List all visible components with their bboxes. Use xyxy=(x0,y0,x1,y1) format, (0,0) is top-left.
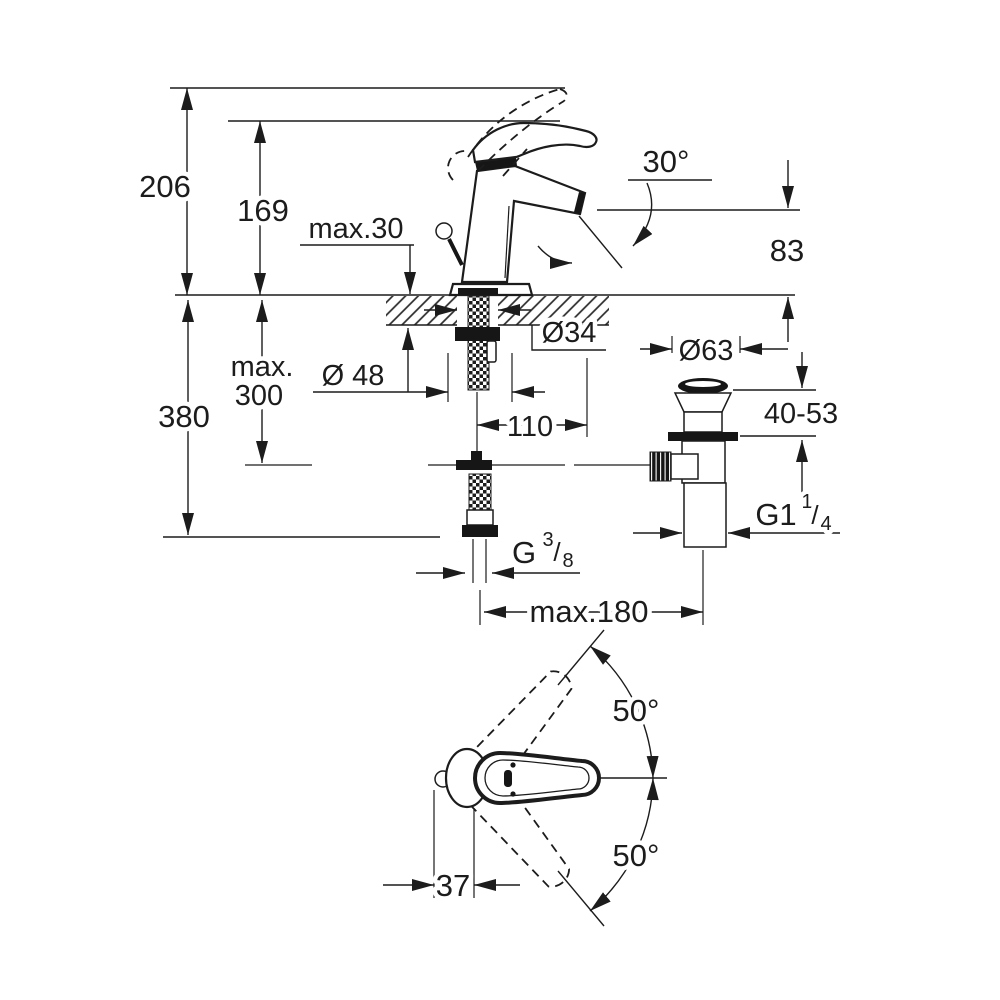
dimension-dia34: Ø34 xyxy=(424,304,606,354)
waste-flange xyxy=(673,392,733,413)
dimension-max180: max.180 xyxy=(484,590,703,634)
lever-handle-side xyxy=(471,121,598,164)
dimension-g3-8: G 3 / 8 xyxy=(416,525,580,579)
cartridge-joint xyxy=(475,157,517,171)
dim-swivel-upper: 50° xyxy=(613,693,660,728)
dim-supply-thread-sub: 8 xyxy=(562,550,573,572)
waste-valve-assembly xyxy=(649,336,816,625)
dim-base-diameter: Ø 48 xyxy=(322,360,385,392)
dim-mounting-depth-2: 300 xyxy=(235,380,283,412)
dimension-169: 169 xyxy=(233,121,293,295)
threaded-shank xyxy=(467,295,490,391)
dim-waste-thread-base: G1 xyxy=(755,497,796,532)
dim-supply-thread-base: G xyxy=(512,535,536,570)
dim-total-depth: 380 xyxy=(158,399,210,434)
spout-angle-annotation: 30° xyxy=(537,140,712,269)
dim-waste-thread-slash: / xyxy=(811,500,819,530)
dimension-dia63: Ø63 xyxy=(640,331,788,372)
mounting-nut xyxy=(455,327,500,341)
swivel-arc-annotation: 50° 50° xyxy=(557,629,667,927)
dim-waste-thread-sup: 1 xyxy=(801,491,812,513)
dim-lever-height: 169 xyxy=(237,193,289,228)
dimension-110: 110 xyxy=(477,358,588,448)
rod-adjust-knob xyxy=(649,451,672,482)
dim-spout-reach: 110 xyxy=(507,411,553,443)
dim-swivel-lower: 50° xyxy=(613,838,660,873)
top-view: 50° 50° 37 xyxy=(383,629,667,927)
dim-clamping-range: 40-53 xyxy=(764,398,838,430)
dim-rod-offset: 37 xyxy=(436,868,470,903)
dim-supply-thread-slash: / xyxy=(553,537,561,567)
hose-hex-nut xyxy=(462,525,498,537)
dim-total-height: 206 xyxy=(139,169,191,204)
pop-up-rod-joint xyxy=(456,460,492,470)
hose-connector xyxy=(466,509,494,526)
faucet-underdeck-assembly xyxy=(455,295,500,625)
lever-raised-dashed xyxy=(447,88,568,181)
side-view: 30° 206 169 xyxy=(135,87,843,634)
dim-waste-flange-diameter: Ø63 xyxy=(679,335,734,367)
dimension-max30: max.30 xyxy=(300,209,416,392)
dimension-37: 37 xyxy=(383,790,520,908)
lever-slot xyxy=(504,770,512,787)
flexible-hose xyxy=(468,473,492,511)
dim-supply-thread-sup: 3 xyxy=(542,529,553,551)
dimension-83: 83 xyxy=(765,160,809,342)
dimension-dia48: Ø 48 xyxy=(313,353,545,402)
waste-tailpipe xyxy=(683,482,727,548)
lever-top-view xyxy=(473,750,601,806)
hose-stub xyxy=(486,340,497,363)
dim-waste-thread-sub: 4 xyxy=(820,513,831,535)
dim-outlet-height: 83 xyxy=(770,233,804,268)
faucet-body xyxy=(435,121,598,297)
dimension-g1-quarter: G1 1 / 4 xyxy=(633,487,840,540)
dimension-max300: max. 300 xyxy=(226,300,298,463)
dimension-206: 206 xyxy=(135,88,195,295)
pull-rod-knob-side xyxy=(435,222,453,240)
dimension-40-53: 40-53 xyxy=(759,352,843,497)
dim-spout-angle: 30° xyxy=(643,144,690,179)
dim-mounting-depth-1: max. xyxy=(231,351,294,383)
waste-seal-ring xyxy=(668,432,738,441)
faucet-top-view xyxy=(434,747,601,809)
body-and-spout xyxy=(460,164,587,284)
dim-hose-reach: max.180 xyxy=(530,594,649,629)
spout-outlet-face xyxy=(574,192,585,214)
dim-hole-diameter: Ø34 xyxy=(542,317,597,349)
dim-deck-thickness: max.30 xyxy=(308,213,403,245)
dimension-380: 380 xyxy=(154,300,440,538)
